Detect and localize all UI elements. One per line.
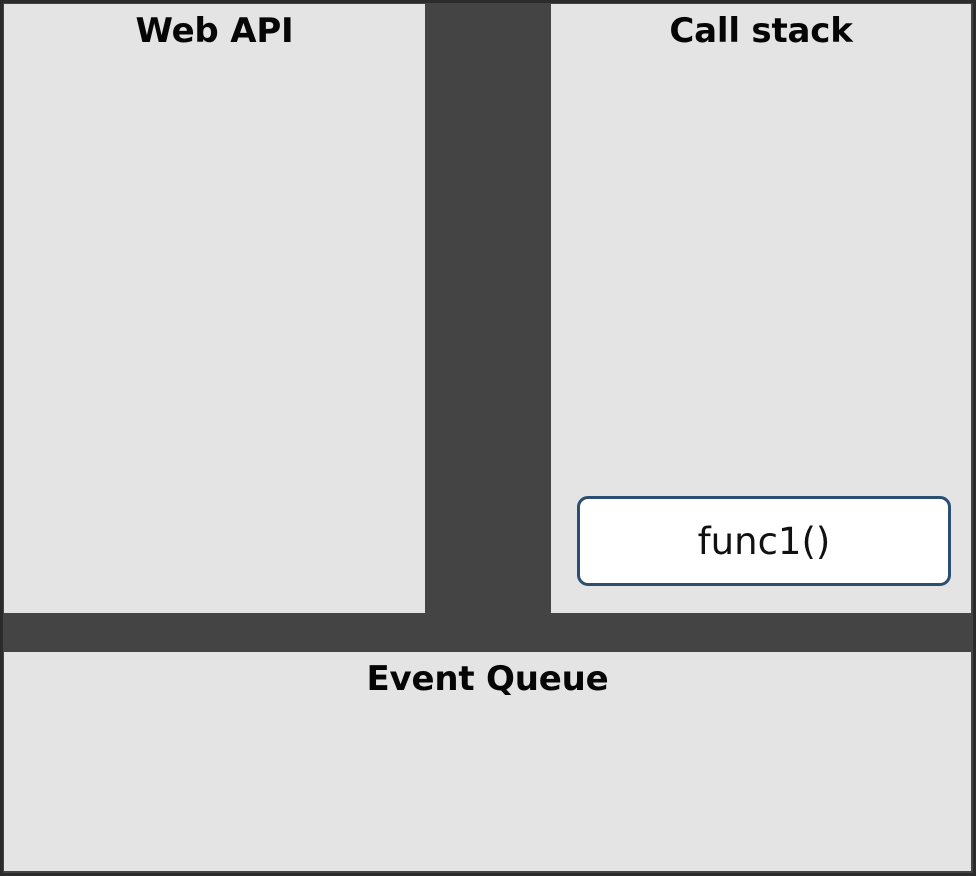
call-stack-frame-func1[interactable]: func1()	[577, 496, 951, 586]
call-stack-panel-title: Call stack	[669, 11, 853, 51]
web-api-panel: Web API	[4, 4, 425, 613]
call-stack-frame-label: func1()	[697, 519, 831, 563]
web-api-panel-title: Web API	[135, 11, 294, 51]
event-queue-panel-title: Event Queue	[366, 659, 609, 699]
event-queue-panel: Event Queue	[4, 652, 971, 871]
